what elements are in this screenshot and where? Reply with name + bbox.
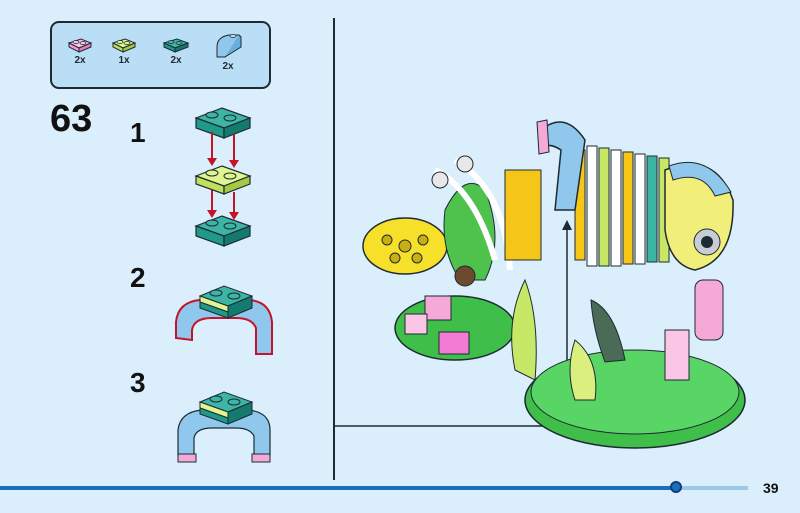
arrow-icon (562, 220, 572, 230)
part-lime-plate: 1x (104, 31, 144, 66)
pink-plate-icon (67, 38, 93, 53)
page-number: 39 (763, 480, 779, 496)
teal-plate-icon (162, 38, 190, 53)
teal-plate (194, 107, 252, 139)
column-divider (333, 18, 335, 480)
substep-2-diagram (175, 285, 273, 355)
arrow-icon (207, 132, 239, 168)
lime-plate (194, 165, 252, 195)
part-qty: 2x (170, 55, 182, 66)
lime-plate-icon (111, 38, 137, 53)
substep-3-label: 3 (130, 367, 146, 398)
progress-indicator (670, 481, 682, 493)
model-illustration (335, 119, 746, 449)
part-curved-brick: 2x (208, 31, 248, 72)
substep-1-label: 1 (130, 117, 146, 148)
parts-list-box: 2x 1x 2x (50, 21, 271, 89)
substep-3-diagram (177, 391, 271, 463)
part-qty: 2x (74, 55, 86, 66)
progress-fill (0, 486, 676, 490)
substep-2-label: 2 (130, 262, 146, 293)
step-number: 63 (50, 98, 93, 140)
part-qty: 1x (118, 55, 130, 66)
substep-1-diagram (194, 107, 252, 247)
part-teal-plate: 2x (156, 31, 196, 66)
part-pink-plate: 2x (60, 31, 100, 66)
part-qty: 2x (222, 61, 234, 72)
arrow-icon (207, 190, 239, 220)
teal-plate (194, 215, 252, 247)
curved-brick-icon (216, 34, 242, 58)
